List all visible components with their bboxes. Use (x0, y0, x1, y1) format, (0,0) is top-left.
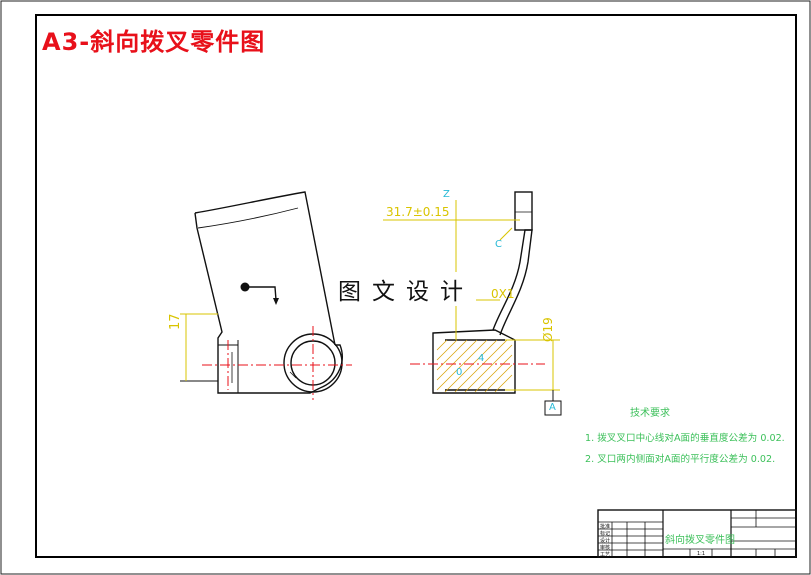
side-dimensions (383, 200, 560, 391)
title-block-part-name: 斜向拨叉零件图 (665, 535, 735, 546)
dim-diameter: Ø19 (541, 317, 555, 342)
c-leader (499, 227, 513, 241)
hatch-line (436, 339, 478, 381)
hatch-line (494, 374, 513, 393)
axis-c-label: C (495, 239, 502, 250)
title-block-frame (597, 509, 797, 558)
title-block-row: 审核 (600, 545, 611, 551)
arm-left-edge (194, 212, 321, 394)
arm-top-inner (197, 207, 299, 229)
dim-height: 17 (168, 313, 183, 330)
datum-box (544, 400, 562, 416)
dim-chamfer: 0X1 (491, 287, 515, 301)
arm-outline (194, 191, 336, 346)
hub-outline (432, 329, 516, 394)
hatch (436, 339, 513, 393)
thread-marks (289, 371, 297, 379)
inner-frame (35, 14, 797, 558)
section-arrow-head (273, 298, 279, 305)
hatch-line (444, 339, 498, 393)
dim-distance: 31.7±0.15 (386, 205, 450, 219)
height-dimension (180, 313, 218, 382)
section-arrow-line (245, 286, 277, 301)
datum-a (544, 390, 562, 416)
title-block (597, 509, 797, 558)
title-block-row: 工艺 (600, 552, 611, 558)
hatch-line (464, 344, 513, 393)
section-marker (240, 282, 279, 305)
front-view-centerlines (202, 326, 352, 400)
title-block-row: 标记 (600, 531, 611, 537)
tech-req-item-2: 2. 叉口两内侧面对A面的平行度公差为 0.02. (585, 454, 776, 465)
axis-z-label: Z (443, 189, 450, 200)
hatch-line (454, 339, 508, 393)
title-block-row: 设计 (600, 538, 611, 544)
hatch-line (474, 354, 513, 393)
tech-req-item-1: 1. 拨叉叉口中心线对A面的垂直度公差为 0.02. (585, 433, 785, 444)
hatch-line (484, 364, 513, 393)
label-4: 4 (478, 353, 485, 364)
front-view (194, 191, 343, 394)
hatch-line (436, 339, 468, 371)
title-block-scale: 1:1 (697, 551, 706, 557)
datum-label: A (549, 402, 556, 413)
boss-right (319, 344, 343, 389)
hatch-line (436, 339, 488, 391)
title-block-row: 批准 (600, 524, 611, 530)
hatch-line (436, 339, 448, 351)
hub-inner (445, 339, 505, 391)
drawing-title: A3-斜向拨叉零件图 (42, 28, 266, 56)
side-view (432, 191, 533, 394)
tech-req-heading: 技术要求 (630, 408, 670, 419)
watermark-text: 图文设计 (338, 272, 474, 306)
label-0: 0 (456, 367, 463, 378)
fork-tip (514, 191, 533, 231)
hatch-line (436, 339, 458, 361)
